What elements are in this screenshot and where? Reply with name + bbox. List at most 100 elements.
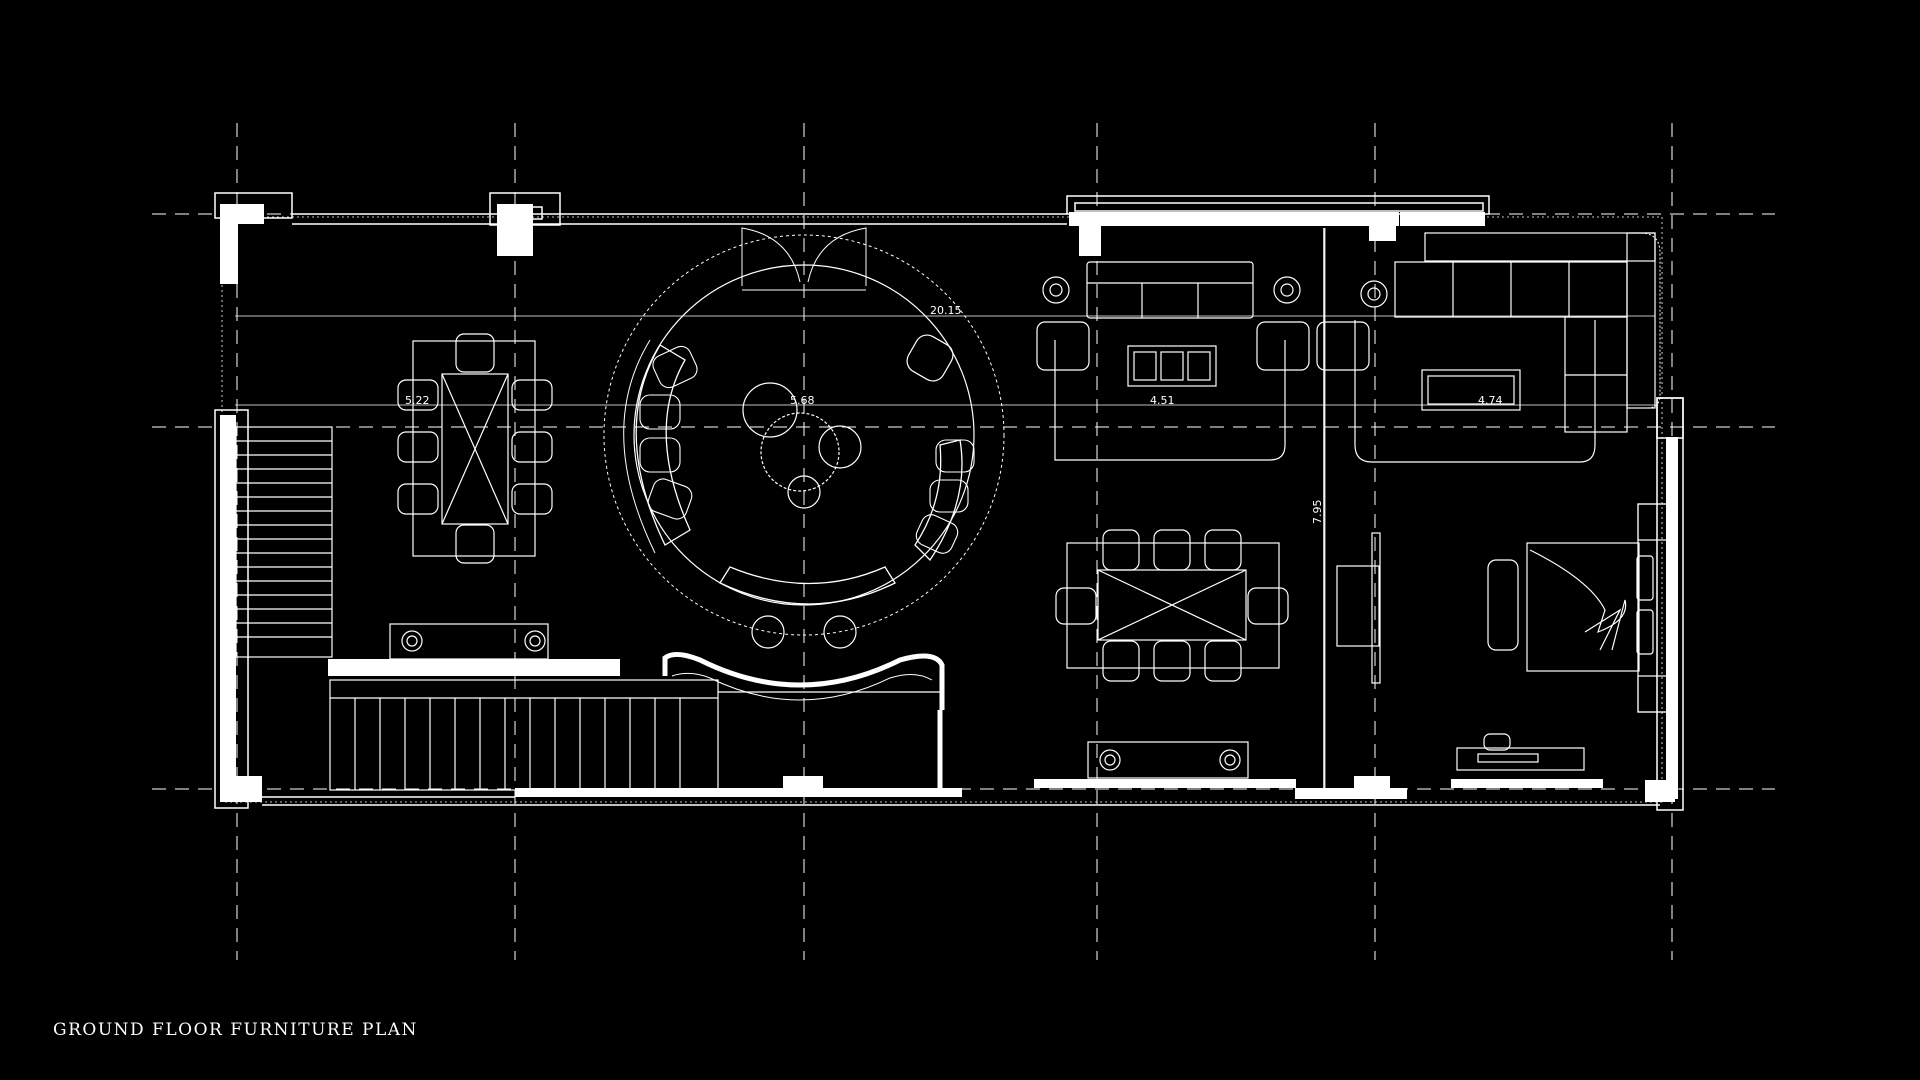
column-top-1	[497, 204, 533, 256]
entry-door-right	[807, 227, 867, 286]
column-top-2	[1079, 226, 1101, 256]
dimension-label-family: 4.74	[1478, 394, 1503, 407]
lamp-icon	[1367, 287, 1381, 301]
desk	[1456, 747, 1585, 771]
family-rug	[1354, 320, 1596, 463]
curved-sofa-right	[914, 439, 963, 562]
lamp-icon	[1273, 276, 1301, 304]
nightstand	[1637, 675, 1671, 713]
bed-headboard	[1637, 503, 1671, 713]
wall-bottom-3	[1295, 788, 1407, 799]
wall-top-mid	[1069, 212, 1399, 226]
bench	[1487, 559, 1519, 651]
curved-balustrade-inner	[671, 672, 933, 701]
dining-chair	[397, 431, 439, 463]
wall-top-right	[1400, 212, 1485, 226]
grid-lines	[152, 123, 1775, 960]
staircase-left	[235, 426, 333, 658]
column-bottom-3	[1354, 776, 1390, 799]
pillow	[1636, 555, 1654, 601]
nightstand	[1637, 503, 1671, 541]
wall-bottom-4	[1451, 779, 1603, 788]
staircase-bottom	[329, 679, 719, 791]
armchair	[1256, 321, 1310, 371]
dining-rug-left	[412, 340, 536, 557]
coffee-table-slot	[1187, 351, 1211, 381]
dining-set-right	[1055, 529, 1289, 682]
walls	[220, 204, 1678, 802]
bedroom	[1336, 503, 1671, 771]
armchair	[1036, 321, 1090, 371]
stool	[751, 615, 785, 649]
console-bottom	[1087, 741, 1249, 779]
armchair	[1316, 321, 1370, 371]
wall-bottom-1	[515, 788, 962, 797]
coffee-table-round	[760, 412, 840, 492]
round-rug-inner	[633, 264, 975, 606]
living-room-set	[1036, 261, 1370, 461]
dining-table-left	[441, 373, 509, 525]
lamp-icon	[401, 630, 423, 652]
wall-outlines	[214, 192, 1684, 811]
dining-chair	[1102, 640, 1140, 682]
sofa-cushion	[647, 478, 693, 520]
table-diagonal	[1097, 569, 1247, 641]
dimension-label-living: 4.51	[1150, 394, 1175, 407]
coffee-table-round	[742, 382, 798, 438]
dining-chair	[511, 483, 553, 515]
wall-inner-top-mid	[1074, 202, 1484, 212]
sofa-cushion	[935, 439, 975, 473]
coffee-table-slot	[1133, 351, 1157, 381]
wall-corner-top-left-side	[220, 204, 238, 284]
lamp-icon	[1099, 749, 1121, 771]
desk-chair	[1483, 733, 1511, 751]
curved-balustrade	[662, 652, 945, 790]
wall-right	[1666, 437, 1678, 799]
wall-left	[220, 415, 236, 797]
wall-bottom-2	[1034, 779, 1296, 788]
dimension-label-dining: 5.22	[405, 394, 430, 407]
curved-sofa-left	[635, 344, 691, 546]
coffee-table-slot	[1160, 351, 1184, 381]
lamp-icon	[1049, 283, 1063, 297]
lamp-icon	[1042, 276, 1070, 304]
dimension-label-depth: 7.95	[1311, 500, 1324, 525]
tv-console	[1421, 369, 1521, 411]
curved-sofa-left-back	[623, 339, 656, 554]
dining-chair	[397, 483, 439, 515]
wall-outline-top-mid	[1066, 195, 1490, 215]
dining-chair	[397, 379, 439, 411]
dining-chair	[1055, 587, 1097, 625]
dining-chair	[1247, 587, 1289, 625]
console-table-bottom	[1087, 741, 1249, 779]
curved-sofa-bottom	[719, 566, 896, 605]
armchair-round	[906, 334, 954, 382]
site-outline	[221, 216, 1663, 803]
l-sofa-armrest	[1425, 232, 1661, 409]
column-bottom-2	[783, 776, 823, 797]
wall-corner-outline-top-left	[214, 192, 293, 219]
console-table-left	[389, 623, 549, 660]
entry-door-left	[741, 227, 801, 286]
lamp-icon	[529, 635, 541, 647]
dining-rug-right	[1066, 542, 1280, 669]
sofa-cushion	[929, 479, 969, 513]
dimension-lines	[221, 216, 1663, 803]
lamp-icon	[406, 635, 418, 647]
dining-chair	[1153, 529, 1191, 571]
side-table-round	[787, 475, 821, 509]
sofa-cushion	[915, 514, 959, 554]
staircase-bottom-outline	[329, 679, 719, 791]
column-outline-right	[1656, 397, 1684, 439]
sofa-three-seat	[1086, 261, 1254, 319]
coffee-table-round	[818, 425, 862, 469]
sofa-cushion	[639, 437, 681, 473]
lamp-icon	[1104, 754, 1116, 766]
column-top-3	[1369, 213, 1396, 241]
round-lounge	[603, 227, 1005, 649]
staircase-left-outline	[235, 426, 333, 658]
console-left	[389, 623, 549, 660]
column-inner-top-1	[504, 206, 543, 220]
lamp-icon	[524, 630, 546, 652]
